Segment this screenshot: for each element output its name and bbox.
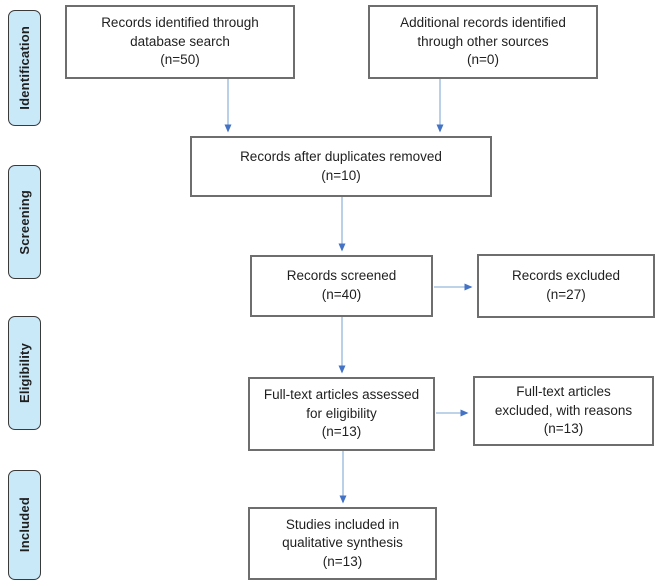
box-text-line: Full-text articles assessed	[263, 387, 420, 403]
box-text-line: through other sources	[417, 33, 549, 49]
box-text-line: Studies included in	[285, 516, 400, 532]
box-text-line: Records after duplicates removed	[240, 148, 442, 164]
stage-label-included: Included	[8, 470, 41, 580]
stage-label-eligibility: Eligibility	[8, 316, 41, 430]
stage-label-text: Identification	[17, 26, 32, 110]
box-text-line: database search	[130, 33, 230, 49]
box-records-identified: Records identified through database sear…	[65, 5, 295, 79]
box-text-line: Records identified through	[101, 15, 259, 31]
box-text-line: Full-text articles	[516, 384, 611, 400]
box-text-line: Records excluded	[511, 268, 621, 284]
box-records-screened: Records screened (n=40)	[250, 255, 433, 317]
box-text-line: Additional records identified	[400, 15, 566, 31]
box-fulltext-assessed: Full-text articles assessed for eligibil…	[248, 377, 435, 451]
box-count: (n=13)	[322, 553, 363, 569]
box-count: (n=13)	[321, 424, 362, 440]
box-count: (n=13)	[543, 421, 584, 437]
box-count: (n=40)	[321, 287, 362, 302]
box-text-line: Records screened	[286, 268, 397, 284]
box-count: (n=27)	[546, 287, 586, 302]
box-count: (n=50)	[160, 52, 200, 68]
box-text-line: excluded, with reasons	[494, 402, 633, 418]
box-additional-records: Additional records identified through ot…	[368, 5, 598, 79]
stage-label-text: Included	[17, 497, 32, 553]
box-studies-included: Studies included in qualitative synthesi…	[248, 507, 437, 580]
box-text-line: qualitative synthesis	[282, 535, 403, 551]
stage-label-text: Eligibility	[17, 343, 32, 403]
stage-label-text: Screening	[17, 189, 32, 255]
box-count: (n=10)	[321, 167, 361, 183]
box-duplicates-removed: Records after duplicates removed (n=10)	[190, 136, 492, 197]
box-text-line: for eligibility	[306, 405, 377, 421]
stage-label-identification: Identification	[8, 10, 41, 126]
stage-label-screening: Screening	[8, 165, 41, 279]
box-records-excluded: Records excluded (n=27)	[477, 254, 655, 318]
box-count: (n=0)	[467, 52, 499, 68]
box-fulltext-excluded: Full-text articles excluded, with reason…	[473, 376, 654, 446]
